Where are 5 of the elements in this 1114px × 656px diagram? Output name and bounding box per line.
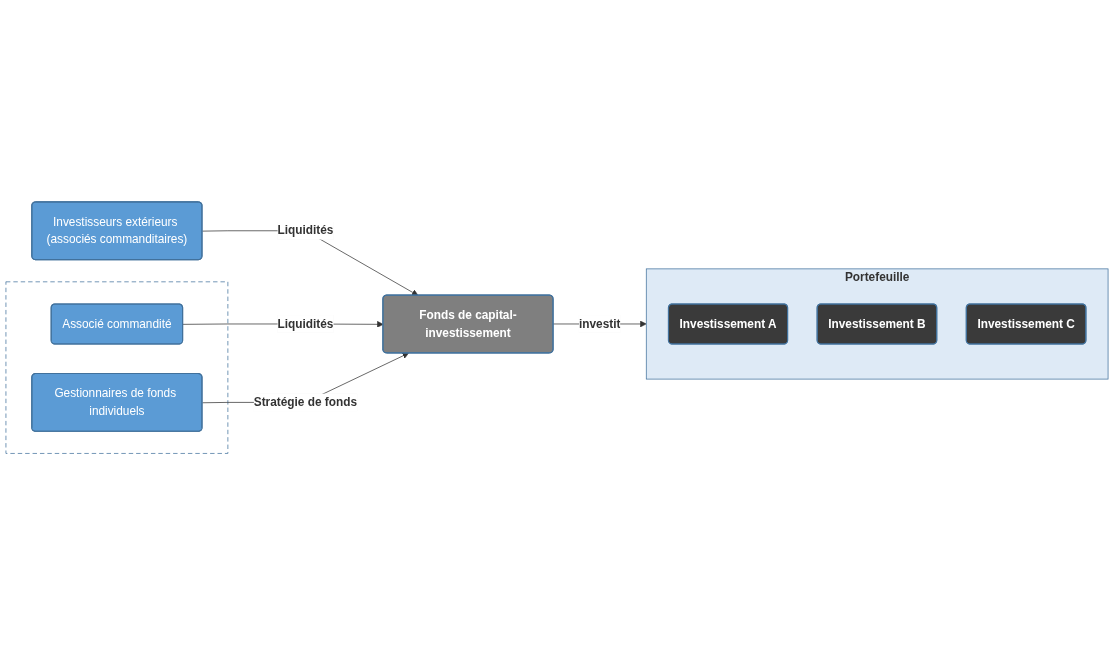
edge-label: Stratégie de fonds <box>253 396 358 409</box>
edge-label: Liquidités <box>277 317 334 331</box>
edge-label: Liquidités <box>277 224 334 237</box>
edge-label: investit <box>578 317 621 331</box>
cluster <box>5 281 229 455</box>
